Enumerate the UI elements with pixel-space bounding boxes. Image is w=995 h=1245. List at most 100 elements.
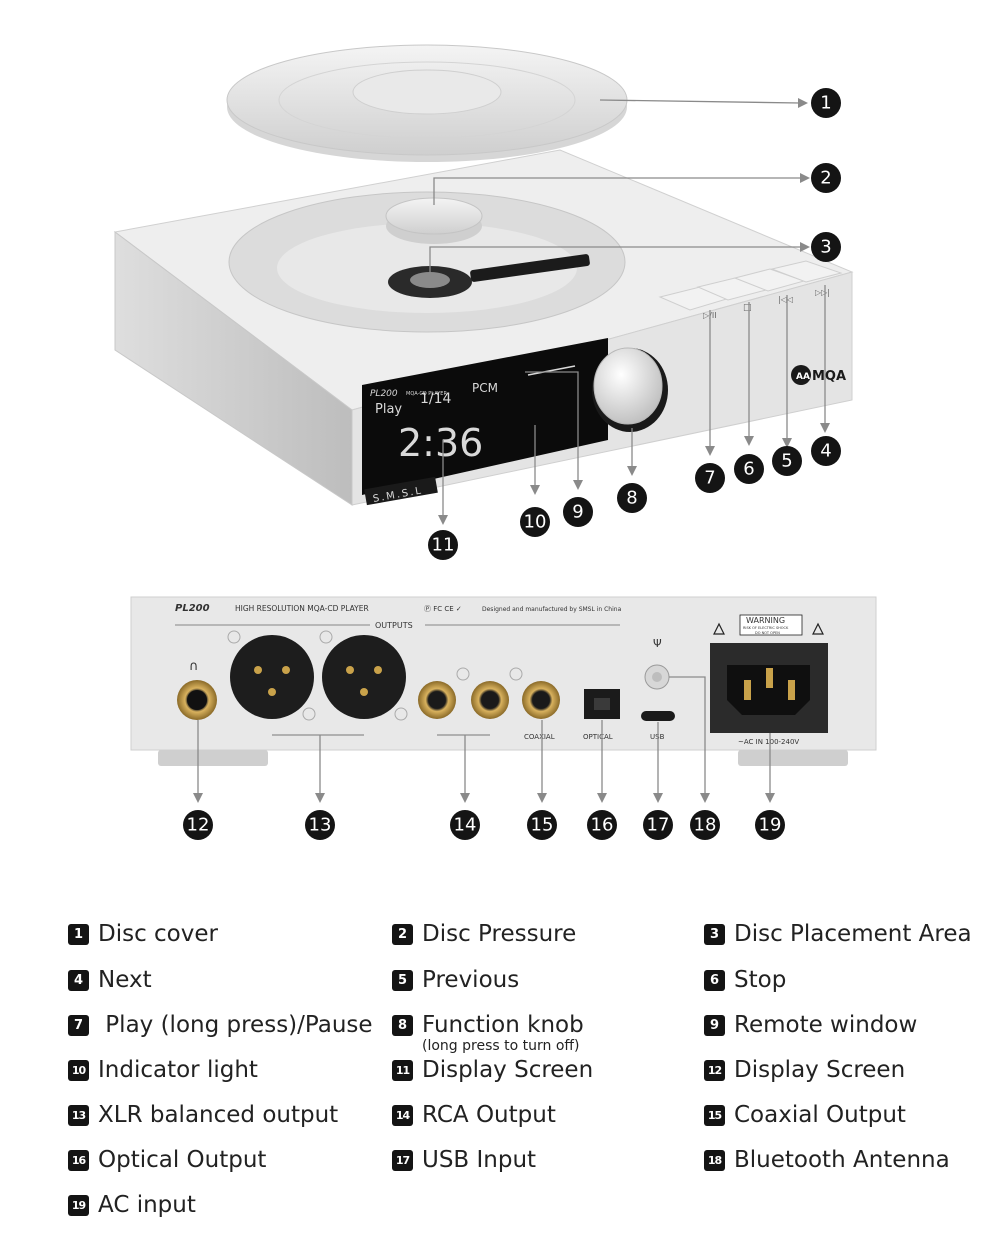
marker-3: 3 [811, 232, 841, 262]
marker-14: 14 [450, 810, 480, 840]
marker-11: 11 [428, 530, 458, 560]
marker-17: 17 [643, 810, 673, 840]
legend-badge: 19 [68, 1195, 89, 1216]
legend-label: Previous [422, 967, 520, 993]
warning-line2: DO NOT OPEN [755, 631, 780, 635]
marker-16: 16 [587, 810, 617, 840]
legend-badge: 16 [68, 1150, 89, 1171]
legend-badge: 1 [68, 924, 89, 945]
device-rear-view: PL200 HIGH RESOLUTION MQA-CD PLAYER Ⓟ FC… [130, 596, 877, 766]
svg-text:10: 10 [524, 512, 547, 533]
legend-item-5: 5 Previous [392, 966, 519, 994]
legend-item-14: 14 RCA Output [392, 1101, 556, 1129]
optical-label: OPTICAL [583, 733, 613, 741]
legend-badge: 8 [392, 1015, 413, 1036]
legend-badge: 2 [392, 924, 413, 945]
ac-label: ~AC IN 100-240V [738, 738, 799, 746]
svg-text:4: 4 [820, 441, 831, 462]
front-buttons: ▷/II □ |◁◁ ▷▷| [658, 260, 843, 320]
legend-badge: 3 [704, 924, 725, 945]
screen-time: 2:36 [398, 421, 483, 465]
headphone-icon: ∩ [189, 659, 199, 674]
legend-badge: 12 [704, 1060, 725, 1081]
screen-mode: Play [375, 402, 402, 417]
antenna-icon: Ψ [653, 637, 662, 650]
legend-label: Stop [734, 967, 787, 993]
cert-text: Designed and manufactured by SMSL in Chi… [482, 606, 622, 613]
usb-input: USB [641, 711, 675, 741]
marker-10: 10 [520, 507, 550, 537]
legend-badge: 7 [68, 1015, 89, 1036]
leader-lines [193, 98, 830, 803]
bluetooth-antenna: Ψ [644, 637, 670, 690]
legend-label: Disc Pressure [422, 921, 577, 947]
legend-label: RCA Output [422, 1102, 556, 1128]
svg-text:1: 1 [820, 93, 831, 114]
coaxial-label: COAXIAL [524, 733, 555, 741]
screen-format: PCM [472, 381, 498, 395]
marker-1: 1 [811, 88, 841, 118]
legend: 1 Disc cover 2 Disc Pressure 3 Disc Placeme… [0, 910, 995, 1230]
svg-text:11: 11 [432, 535, 455, 556]
optical-output: OPTICAL [583, 689, 620, 741]
disc-placement-area [228, 191, 626, 333]
legend-item-10: 10 Indicator light [68, 1056, 258, 1084]
marker-18: 18 [690, 810, 720, 840]
headphone-jack: ∩ [177, 659, 217, 720]
svg-text:12: 12 [187, 815, 210, 836]
marker-7: 7 [695, 463, 725, 493]
marker-13: 13 [305, 810, 335, 840]
mqa-logo: AA MQA [791, 365, 846, 385]
coaxial-output: COAXIAL [522, 681, 560, 741]
marker-4: 4 [811, 436, 841, 466]
legend-badge: 13 [68, 1105, 89, 1126]
legend-label: Disc cover [98, 921, 218, 947]
legend-badge: 9 [704, 1015, 725, 1036]
svg-text:14: 14 [454, 815, 477, 836]
legend-label: Function knob [422, 1012, 584, 1038]
legend-label: Play (long press)/Pause [98, 1012, 373, 1038]
marker-19: 19 [755, 810, 785, 840]
svg-text:3: 3 [820, 237, 831, 258]
svg-text:7: 7 [704, 468, 715, 489]
legend-badge: 5 [392, 970, 413, 991]
svg-text:19: 19 [759, 815, 782, 836]
warning-title: WARNING [746, 616, 785, 625]
rca-output-left [418, 681, 456, 719]
svg-text:5: 5 [781, 451, 792, 472]
marker-15: 15 [527, 810, 557, 840]
previous-icon: |◁◁ [778, 295, 793, 304]
usb-label: USB [650, 733, 665, 741]
screen-model: PL200 [370, 389, 398, 399]
legend-badge: 14 [392, 1105, 413, 1126]
legend-label: Disc Placement Area [734, 921, 972, 947]
legend-badge: 15 [704, 1105, 725, 1126]
svg-text:15: 15 [531, 815, 554, 836]
screen-model-sub: MQA-CD PLAYER [406, 391, 447, 397]
legend-badge: 10 [68, 1060, 89, 1081]
outputs-label: OUTPUTS [375, 621, 413, 630]
legend-label: Indicator light [98, 1057, 258, 1083]
rear-model-title: PL200 [175, 603, 210, 614]
warning-line1: RISK OF ELECTRIC SHOCK [743, 626, 789, 630]
marker-8: 8 [617, 483, 647, 513]
disc-cover [226, 44, 628, 162]
screen-track: 1/14 [420, 391, 452, 407]
marker-9: 9 [563, 497, 593, 527]
legend-badge: 6 [704, 970, 725, 991]
cert-marks: Ⓟ FC CE ✓ [424, 605, 462, 613]
legend-badge: 17 [392, 1150, 413, 1171]
svg-text:16: 16 [591, 815, 614, 836]
svg-text:9: 9 [572, 502, 583, 523]
legend-item-7: 7 Play (long press)/Pause [68, 1011, 373, 1039]
svg-text:18: 18 [694, 815, 717, 836]
next-button: ▷▷| [770, 260, 843, 297]
rca-output-right [471, 681, 509, 719]
xlr-output-left [230, 635, 314, 719]
legend-item-3: 3 Disc Placement Area [704, 920, 972, 948]
legend-item-2: 2 Disc Pressure [392, 920, 576, 948]
